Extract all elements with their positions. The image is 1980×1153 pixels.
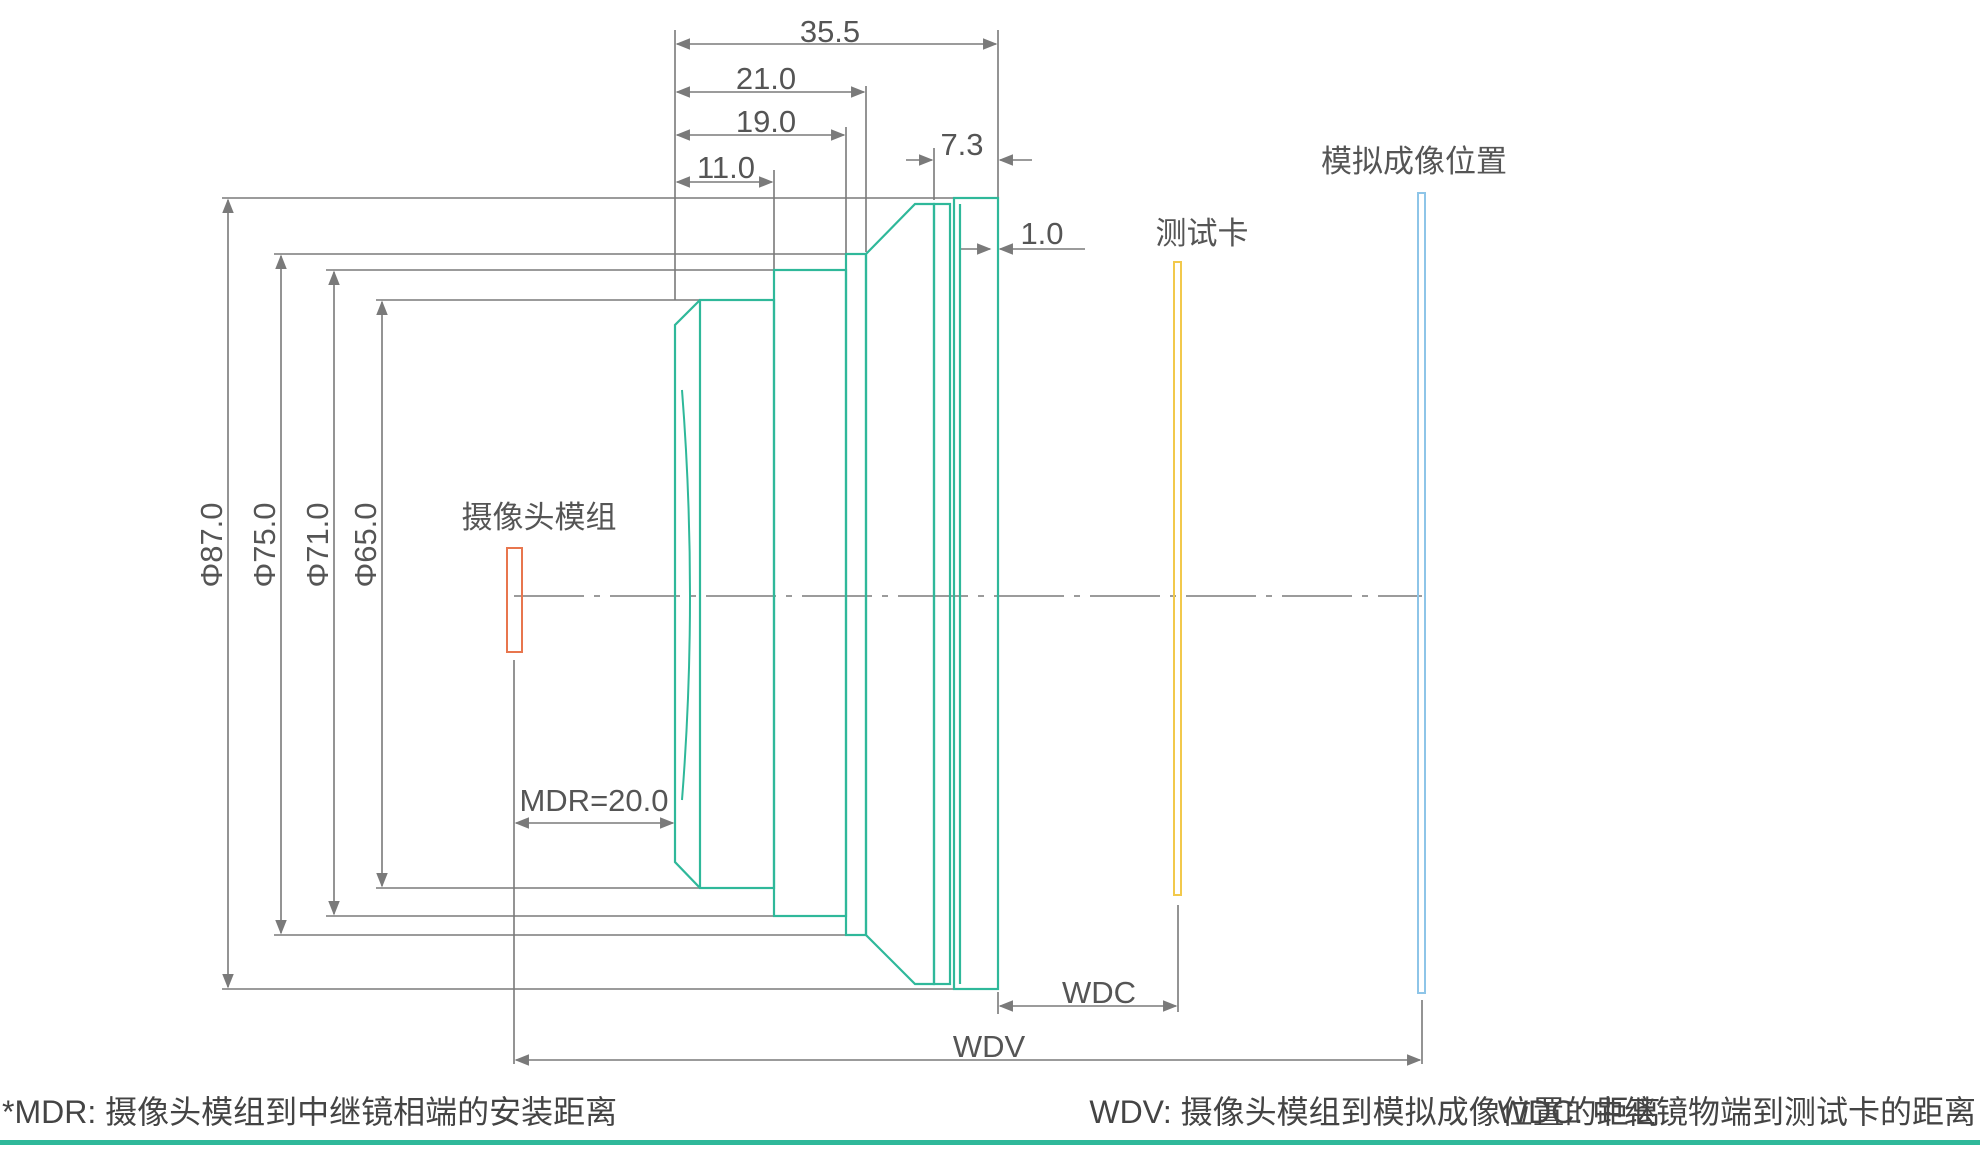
dimension-label-21-0: 21.0 xyxy=(736,61,796,96)
dimension-label-11-0: 11.0 xyxy=(697,150,755,185)
diameter-label-87: Φ87.0 xyxy=(194,502,229,587)
lens-front-cell xyxy=(952,196,1000,991)
wdv-label: WDV xyxy=(953,1029,1026,1064)
footnote-wdc: WDC: 中继镜物端到测试卡的距离 xyxy=(1498,1094,1976,1130)
lens-barrel-segment-3 xyxy=(844,252,868,937)
lens-barrel-segment-2 xyxy=(772,268,848,918)
diameter-label-71: Φ71.0 xyxy=(300,502,335,587)
lens-curved-element xyxy=(681,389,691,801)
mdr-label: MDR=20.0 xyxy=(519,783,668,818)
top-dimensions: 35.5 21.0 19.0 11.0 7.3 1.0 xyxy=(674,14,1085,300)
lens-front-bevel xyxy=(673,299,701,889)
diameter-label-65: Φ65.0 xyxy=(348,502,383,587)
dimension-label-35-5: 35.5 xyxy=(800,14,860,49)
footnote-mdr: *MDR: 摄像头模组到中继镜相端的安装距离 xyxy=(2,1094,617,1130)
diameter-dimensions: Φ87.0 Φ75.0 Φ71.0 Φ65.0 xyxy=(194,197,954,990)
footnotes: *MDR: 摄像头模组到中继镜相端的安装距离 WDV: 摄像头模组到模拟成像位置… xyxy=(2,1094,1976,1130)
test-card-label: 测试卡 xyxy=(1156,216,1249,251)
lens-barrel-segment-1 xyxy=(698,298,776,890)
lens-barrel-flare xyxy=(864,202,936,986)
simulated-image-label: 模拟成像位置 xyxy=(1321,144,1507,179)
relay-lens xyxy=(673,196,1000,991)
lens-ring xyxy=(932,202,952,986)
dimension-label-19-0: 19.0 xyxy=(736,104,796,139)
test-card-plate xyxy=(1173,261,1182,896)
wdc-label: WDC xyxy=(1062,975,1136,1010)
simulated-image-plane xyxy=(1417,192,1426,994)
camera-module-sensor xyxy=(506,547,523,653)
camera-module-label: 摄像头模组 xyxy=(462,500,617,535)
working-distance-dimensions: MDR=20.0 WDC WDV xyxy=(513,660,1423,1066)
dimension-label-1-0: 1.0 xyxy=(1020,216,1063,251)
diameter-label-75: Φ75.0 xyxy=(247,502,282,587)
footnote-wdv: WDV: 摄像头模组到模拟成像位置的距离 xyxy=(1089,1094,1660,1130)
bottom-rule xyxy=(0,1140,1980,1145)
dimension-label-7-3: 7.3 xyxy=(940,127,983,162)
